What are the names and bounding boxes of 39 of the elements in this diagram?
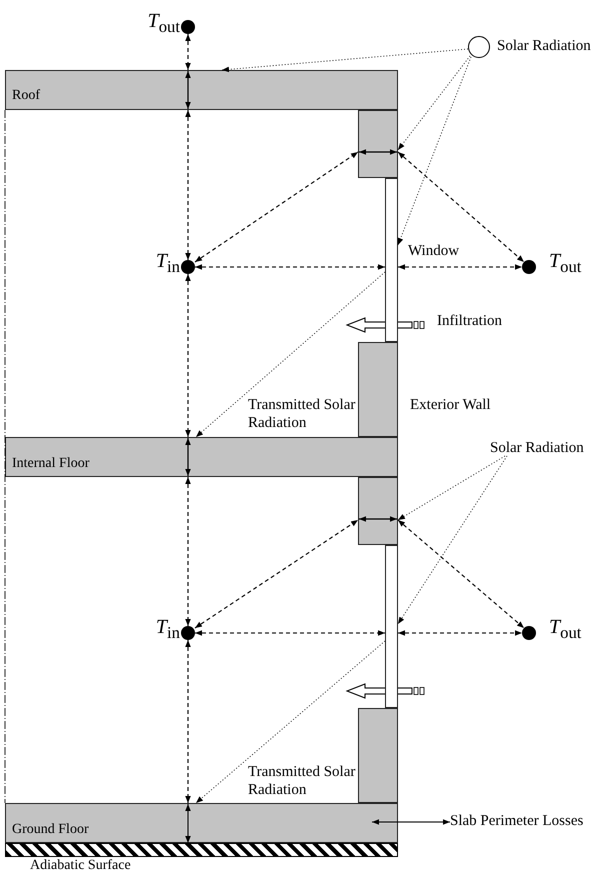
element-label: Internal Floor (12, 456, 90, 472)
heat-flow-arrow (398, 520, 524, 628)
temperature-label: T$_{in}$ (156, 616, 180, 642)
heat-flow-arrow (185, 640, 191, 803)
heat-flow-arrow (194, 152, 358, 262)
edge-label: Infiltration (437, 313, 502, 330)
temperature-label: T$_{out}$ (148, 10, 180, 36)
heat-flow-arrow (372, 819, 450, 825)
source-label: Solar Radiation (497, 38, 591, 54)
radiation-arrow (398, 56, 470, 150)
radiation-arrow (196, 640, 386, 804)
heat-flow-arrow (398, 152, 524, 262)
block-arrow (346, 317, 424, 333)
radiation-arrow (398, 56, 472, 246)
element-label: Ground Floor (12, 822, 89, 838)
temperature-label: T$_{out}$ (549, 616, 582, 642)
heat-flow-arrow (185, 34, 191, 70)
heat-flow-arrow (398, 264, 522, 270)
temperature-label: T$_{out}$ (549, 250, 582, 276)
heat-flow-arrow (195, 264, 385, 270)
heat-flow-arrow (398, 630, 522, 636)
element-label: Roof (12, 88, 40, 104)
heat-flow-arrow (194, 520, 358, 628)
heat-flow-arrow (185, 804, 191, 844)
radiation-arrow (222, 48, 468, 72)
radiation-arrow (398, 456, 508, 624)
element-label: Window (408, 243, 460, 260)
heat-flow-arrow (195, 630, 385, 636)
block-arrow (346, 683, 424, 699)
temperature-label: T$_{in}$ (156, 250, 180, 276)
radiation-arrow (398, 456, 506, 520)
heat-flow-arrow (185, 477, 191, 626)
annotation-text: Slab Perimeter Losses (450, 813, 584, 830)
radiation-arrow (196, 272, 386, 438)
heat-flow-arrow (185, 110, 191, 260)
annotation-text: Solar Radiation (490, 440, 584, 456)
heat-flow-arrow (185, 274, 191, 437)
surface-label: Adiabatic Surface (30, 858, 131, 874)
element-label: Exterior Wall (410, 397, 491, 414)
